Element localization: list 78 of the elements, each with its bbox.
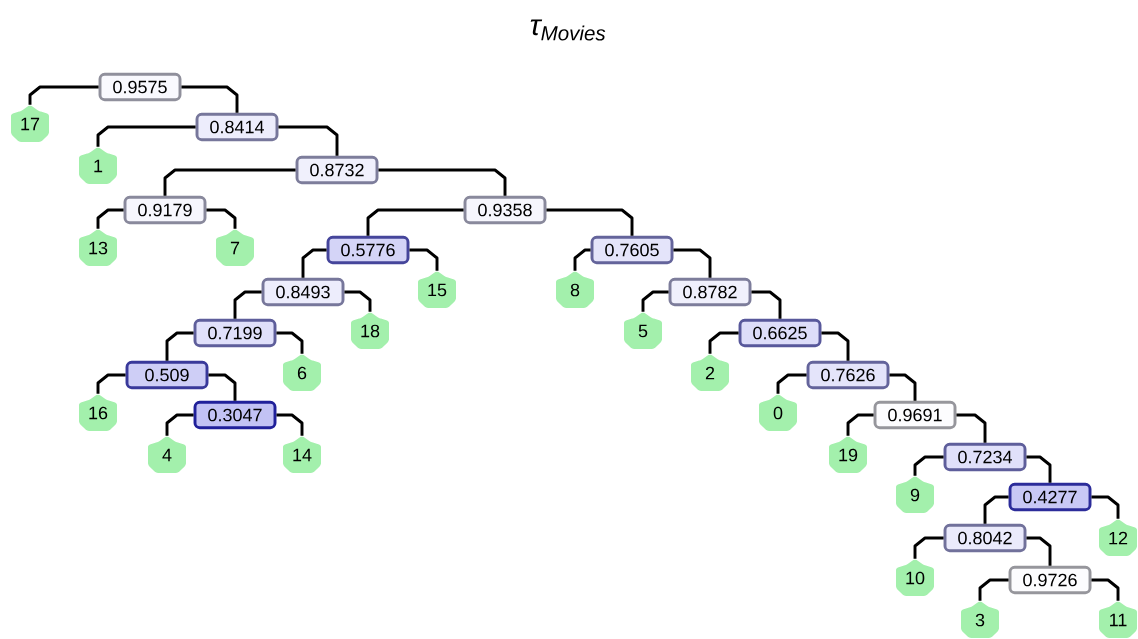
tree-branch xyxy=(344,290,372,312)
leaf-node: 6 xyxy=(283,354,321,391)
tree-branch xyxy=(28,85,99,105)
tree-branch xyxy=(165,413,194,436)
title: τ$_{Movies}$ xyxy=(530,19,606,41)
value-box: 0.6625 xyxy=(738,318,822,348)
leaf-node: 13 xyxy=(79,229,117,266)
tree-branch xyxy=(913,455,944,476)
tree-branch xyxy=(181,85,239,113)
value-box: 0.5776 xyxy=(326,235,410,265)
value-box: 0.8042 xyxy=(943,523,1027,553)
value-box: 0.9358 xyxy=(463,195,547,225)
leaf-node: 12 xyxy=(1099,519,1137,556)
leaf-node: 5 xyxy=(624,312,662,349)
tree-branch xyxy=(1026,455,1052,483)
tree-branch xyxy=(846,413,874,436)
tree-branch xyxy=(163,168,296,196)
leaf-node: 19 xyxy=(829,436,867,473)
leaf-node: 9 xyxy=(896,476,934,513)
tree-branch xyxy=(751,290,782,319)
value-box: 0.8782 xyxy=(668,277,752,307)
leaf-node: 2 xyxy=(691,354,729,391)
leaf-node: 16 xyxy=(79,394,117,431)
leaf-node: 11 xyxy=(1099,601,1137,638)
value-box: 0.7199 xyxy=(193,318,277,348)
tree-branch xyxy=(378,168,507,196)
tree-branch xyxy=(278,125,339,156)
value-box: 0.509 xyxy=(125,360,209,390)
tree-branch xyxy=(206,208,237,229)
leaf-node: 17 xyxy=(11,105,49,142)
leaf-node: 4 xyxy=(148,436,186,473)
value-box: 0.4277 xyxy=(1008,482,1092,512)
value-box: 0.8493 xyxy=(261,277,345,307)
leaf-node: 8 xyxy=(556,271,594,308)
value-box: 0.7605 xyxy=(590,235,674,265)
value-box: 0.7626 xyxy=(806,360,890,390)
leaf-node: 15 xyxy=(418,271,456,308)
tree-branch xyxy=(301,248,327,278)
tree-branch xyxy=(776,373,807,394)
value-box: 0.8732 xyxy=(295,155,379,185)
tree-branch xyxy=(978,578,1009,601)
tree-branch xyxy=(276,331,304,354)
tree-branch xyxy=(821,331,850,361)
value-box: 0.9691 xyxy=(873,400,957,430)
leaf-node: 18 xyxy=(351,312,389,349)
tree-branch xyxy=(956,413,987,443)
value-box: 0.9575 xyxy=(98,72,182,102)
tree-branch xyxy=(366,208,464,236)
tree-branch xyxy=(913,536,944,559)
value-box: 0.8414 xyxy=(195,112,279,142)
tree-branch xyxy=(165,331,194,361)
tree-branch xyxy=(96,208,124,229)
leaf-node: 3 xyxy=(961,601,999,638)
tree-branch xyxy=(1091,495,1120,519)
tree-branch xyxy=(96,373,126,394)
value-box: 0.9179 xyxy=(123,195,207,225)
tree-branch xyxy=(409,248,439,271)
tree-branch xyxy=(889,373,917,401)
value-box: 0.9726 xyxy=(1008,565,1092,595)
tree-branch xyxy=(673,248,712,278)
value-box: 0.7234 xyxy=(943,442,1027,472)
tree-branch xyxy=(546,208,634,236)
leaf-node: 10 xyxy=(896,559,934,596)
tree-branch xyxy=(641,290,669,312)
tree-branch xyxy=(233,290,262,319)
leaf-node: 14 xyxy=(283,436,321,473)
value-box: 0.3047 xyxy=(193,400,277,430)
tree-branch xyxy=(1091,578,1120,601)
tree-branch xyxy=(208,373,237,401)
tree-branch xyxy=(96,125,196,147)
tree-branch xyxy=(276,413,304,436)
leaf-node: 7 xyxy=(216,229,254,266)
leaf-node: 1 xyxy=(79,147,117,184)
tree-branch xyxy=(708,331,739,354)
leaf-node: 0 xyxy=(759,394,797,431)
tree-branch xyxy=(573,248,591,271)
tree-branch xyxy=(983,495,1009,524)
tree-branch xyxy=(1026,536,1052,566)
